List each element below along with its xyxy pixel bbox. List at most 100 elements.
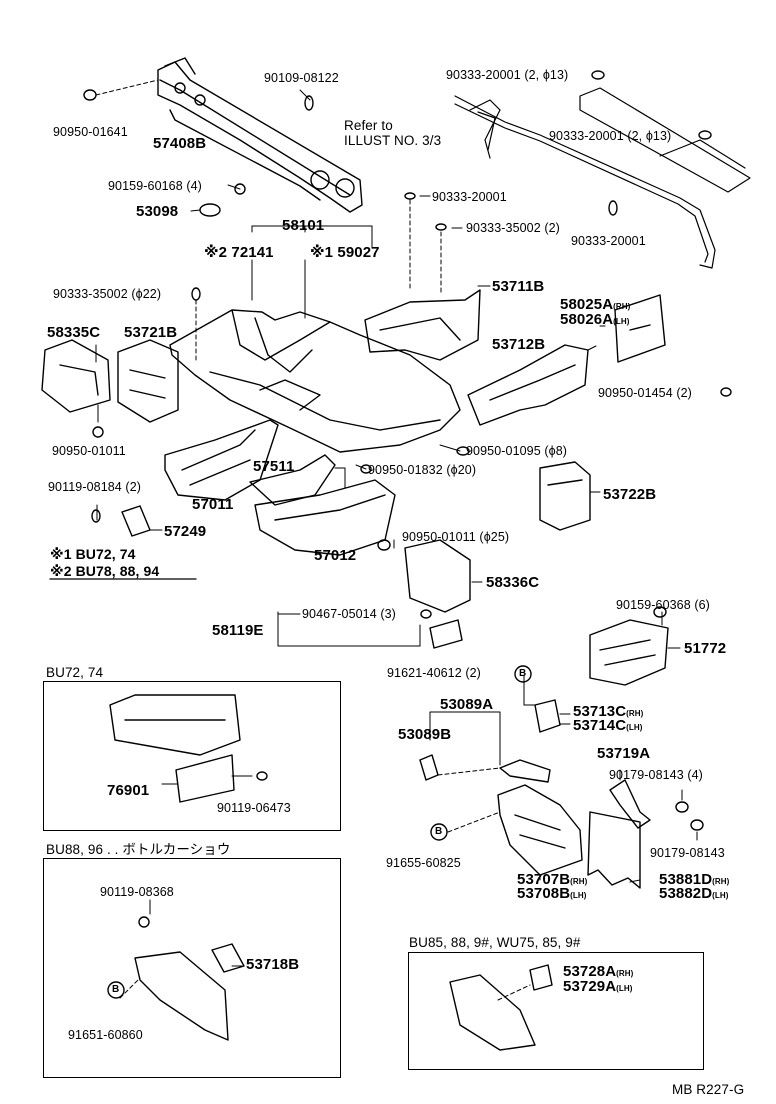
part-53728a: 53728A(RH) [563,964,633,982]
part-53714c-side: (LH) [626,723,643,732]
part-53882d: 53882D(LH) [659,886,729,904]
part-53714c: 53714C(LH) [573,718,643,736]
bracket-57249 [121,505,151,537]
part-90333-20001-a: 90333-20001 (2, ϕ13) [446,68,569,82]
inset-bu85-art [449,964,553,1051]
part-57408b: 57408B [153,135,207,152]
marker-b-3: B [112,984,120,995]
inset-bu72-art [109,694,241,803]
part-58025a-number: 58025A [560,296,614,313]
part-57249: 57249 [164,523,207,540]
part-53708b-side: (LH) [570,891,587,900]
part-91651-60860: 91651-60860 [68,1028,143,1042]
part-90950-01095: 90950-01095 (ϕ8) [466,444,568,458]
panel-53881d [587,811,641,889]
part-53718b: 53718B [246,956,300,973]
part-90159-60368: 90159-60368 (6) [616,598,710,612]
bracket-58025a [614,294,666,363]
bracket-53711b [364,289,481,361]
part-53707b-side: (RH) [570,877,588,886]
part-53714c-number: 53714C [573,717,627,734]
part-53728a-number: 53728A [563,963,617,980]
note-2-applicability: ※2 BU78, 88, 94 [50,563,160,579]
bracket-58119e [429,619,463,649]
part-90119-08368: 90119-08368 [100,885,174,899]
part-90950-01454: 90950-01454 (2) [598,386,692,400]
inset-header-bu85: BU85, 88, 9#, WU75, 85, 9# [409,935,581,950]
part-90467-05014: 90467-05014 (3) [302,607,396,621]
diagram-code: MB R227-G [672,1082,745,1097]
pipe-assembly [454,87,751,269]
part-53708b-number: 53708B [517,885,571,902]
panel-53707b [497,784,583,876]
part-53729a: 53729A(LH) [563,979,633,997]
part-53098: 53098 [136,203,179,220]
part-53089a: 53089A [440,696,494,713]
part-53881d-side: (RH) [712,877,730,886]
part-90333-35002-a: 90333-35002 (2) [466,221,560,235]
inset-bu88-art [134,943,245,1041]
part-58101: 58101 [282,217,325,234]
part-51772: 51772 [684,640,727,657]
part-90333-20001-b: 90333-20001 (2, ϕ13) [549,129,672,143]
part-53729a-side: (LH) [616,984,633,993]
inset-frame-bu72 [43,681,341,831]
fasteners [83,70,732,928]
inset-header-bu72: BU72, 74 [46,665,104,680]
part-53881d-number: 53881D [659,871,713,888]
part-90333-20001-c: 90333-20001 [432,190,507,204]
part-91655-60825: 91655-60825 [386,856,461,870]
part-53729a-number: 53729A [563,978,617,995]
part-53713c: 53713C(RH) [573,704,643,722]
part-90333-20001-d: 90333-20001 [571,234,646,248]
part-57011: 57011 [192,496,234,513]
part-76901: 76901 [107,782,150,799]
cross-member-57408b [157,57,363,213]
part-58026a: 58026A(LH) [560,312,630,330]
part-53728a-side: (RH) [616,969,634,978]
inset-frame-bu85 [408,952,704,1070]
part-90179-08143-b: 90179-08143 [650,846,725,860]
part-58335c: 58335C [47,324,101,341]
part-58025a-side: (RH) [613,302,631,311]
part-58336c: 58336C [486,574,540,591]
part-57511: 57511 [253,458,295,475]
marker-b-2: B [435,826,443,837]
gusset-53721b [117,339,179,423]
bracket-58336c [404,539,471,613]
part-90119-06473: 90119-06473 [217,801,291,815]
part-91621-40612: 91621-40612 (2) [387,666,481,680]
part-57012: 57012 [314,547,357,564]
plate-53722b [539,461,591,531]
frame-57012 [254,479,396,556]
part-58119e: 58119E [212,622,264,639]
note-1-applicability: ※1 BU72, 74 [50,546,136,562]
part-53713c-side: (RH) [626,709,644,718]
bracket-53713c [534,699,561,733]
part-53712b: 53712B [492,336,546,353]
part-53722b: 53722B [603,486,657,503]
part-53882d-number: 53882D [659,885,713,902]
step-51772 [589,619,669,686]
part-53719a: 53719A [597,745,651,762]
part-53881d: 53881D(RH) [659,872,729,890]
part-90950-01641: 90950-01641 [53,125,128,139]
part-53707b-number: 53707B [517,871,571,888]
part-53708b: 53708B(LH) [517,886,587,904]
part-53882d-side: (LH) [712,891,729,900]
reference-circles-b [107,665,532,999]
marker-b-1: B [519,668,527,679]
part-58026a-side: (LH) [613,317,630,326]
part-90950-01011-a: 90950-01011 [52,444,126,458]
illust-no-text: ILLUST NO. 3/3 [344,133,442,148]
part-53707b: 53707B(RH) [517,872,587,890]
part-90179-08143-a: 90179-08143 (4) [609,768,703,782]
inset-frame-bu88 [43,858,341,1078]
part-53711b: 53711B [492,278,545,295]
part-53721b: 53721B [124,324,178,341]
bracket-53089 [419,754,551,783]
bracket-53719a [609,779,651,829]
refer-to-text: Refer to [344,118,393,133]
gusset-58335c [41,339,111,413]
